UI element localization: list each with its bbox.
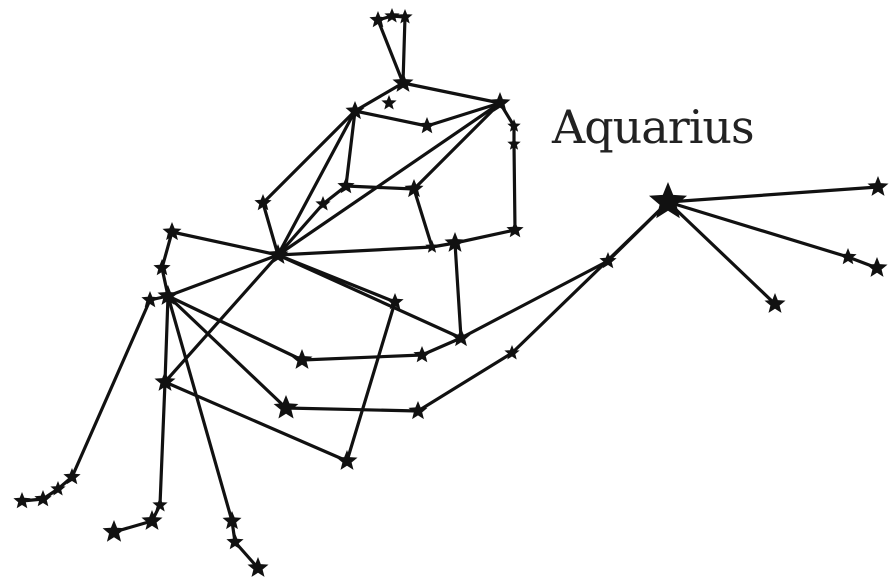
constellation-line [376,18,405,85]
constellation-line [344,184,416,191]
constellation-line [70,298,152,479]
star-icon [157,285,179,305]
star-icon [649,182,687,219]
constellation-line [163,380,349,463]
star-icon [153,259,171,276]
star-icon [413,346,431,363]
constellation-line [344,109,357,188]
star-icon [315,196,331,211]
constellation-line [170,230,280,257]
star-icon [345,101,365,120]
star-icon [397,9,413,24]
constellation-line [166,294,234,523]
constellation-line [261,109,357,205]
star-icon [381,95,397,110]
constellation-line [158,380,167,507]
star-icon [504,345,520,360]
star-icon [408,401,428,420]
star-icon [867,176,889,196]
constellation-line [353,81,405,113]
constellation-line [160,230,174,270]
constellation-line [510,200,670,355]
constellation-line [163,253,280,384]
star-icon [152,497,168,512]
constellation-line [345,300,397,463]
star-icon [506,221,524,238]
constellation-line [300,353,424,362]
star-icon [222,511,242,530]
star-icon [404,179,424,198]
star-icon [273,395,299,419]
constellation-line [401,15,407,85]
constellation-line [166,253,280,298]
star-icon [866,257,888,277]
star-icon [392,72,414,92]
star-icon [247,557,269,577]
constellation-line [666,185,880,204]
star-icon [13,492,31,509]
star-icon [444,232,466,252]
star-icon [337,177,355,194]
constellation-lines [20,14,880,570]
constellation-line [166,294,288,410]
star-icon [254,194,272,211]
constellation-line [512,142,517,232]
star-icon [369,11,387,28]
constellation-title: Aquarius [552,100,755,154]
star-icon [507,119,521,132]
star-icon [162,222,182,241]
star-icon [507,137,521,150]
star-icon [141,291,159,308]
constellation-line [276,202,325,257]
star-icon [34,490,52,507]
star-icon [226,533,244,550]
star-icon [141,510,163,530]
constellation-line [276,253,397,304]
star-icon [599,252,617,269]
constellation-line [276,109,357,257]
star-icon [425,240,439,253]
star-icon [102,520,126,542]
star-icon [489,92,511,112]
constellation-line [666,200,850,259]
star-icon [63,468,81,485]
star-icon [764,293,786,313]
star-icon [386,293,404,310]
star-icon [50,481,66,496]
constellation-line [412,187,434,249]
constellation-line [166,294,304,362]
star-icon [291,349,313,369]
constellation-line [425,101,502,128]
constellation-line [401,81,502,105]
constellation-line [353,109,429,128]
constellation-line [412,101,502,191]
constellation-line [276,101,502,257]
star-icon [451,328,471,347]
constellation-line [666,200,777,306]
star-icon [839,248,857,265]
constellation-stars [13,8,889,577]
star-icon [418,117,436,134]
star-icon [336,450,358,470]
constellation-line [453,228,517,245]
star-icon [384,8,400,23]
constellation-line [459,259,610,340]
constellation-line [416,351,514,413]
star-icon [154,371,176,391]
constellation-line [284,406,420,413]
star-icon [267,244,289,264]
constellation-line [276,245,434,257]
constellation-line [453,241,463,340]
constellation-line [261,201,280,257]
constellation-line [163,294,170,384]
